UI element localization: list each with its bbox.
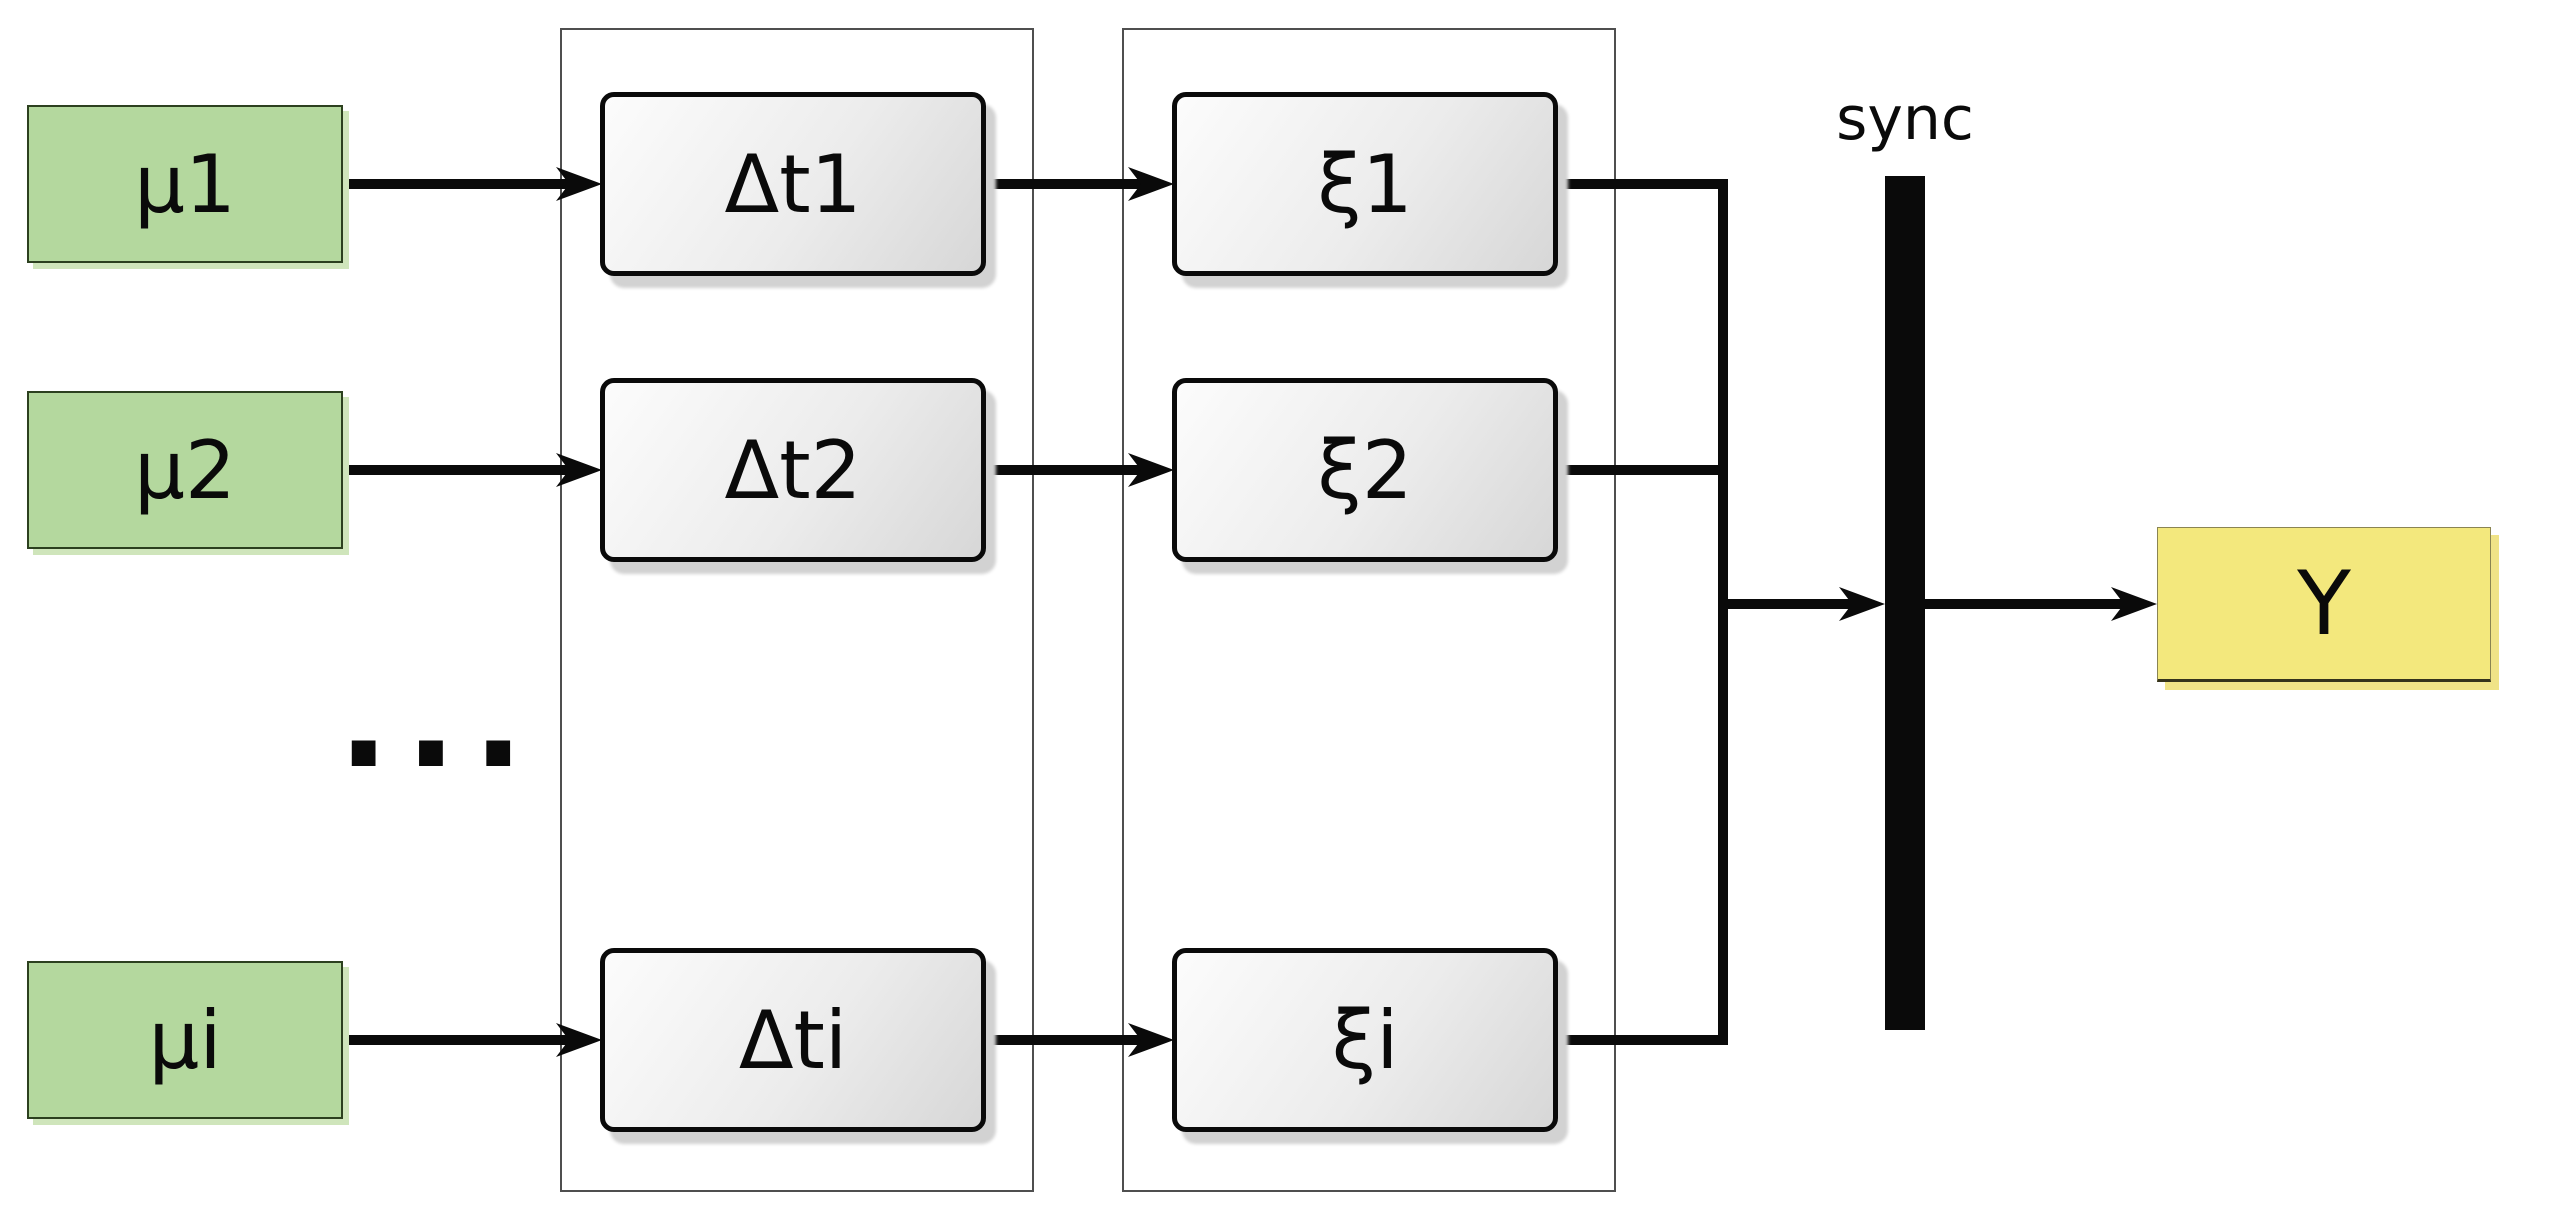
delay-node-dti: Δti [600,948,986,1132]
delay-node-dt1: Δt1 [600,92,986,276]
node-label: Δti [738,993,848,1087]
arrowhead-xii [1128,1023,1174,1057]
sync-bar [1885,176,1925,1030]
sync-label: sync [1836,84,1974,154]
node-label: ξ2 [1317,423,1413,517]
node-label: Y [2297,552,2351,655]
collector-line [1556,179,1728,1045]
node-label: ξi [1331,993,1399,1087]
node-label: ξ1 [1317,137,1413,231]
input-node-mu2: μ2 [27,391,343,549]
arrowhead-dti [556,1023,602,1057]
arrowhead-sync [1839,587,1885,621]
arrowhead-dt1 [556,167,602,201]
arrowhead-xi1 [1128,167,1174,201]
xi-node-xi1: ξ1 [1172,92,1558,276]
xi-stage-container [1122,28,1616,1192]
ellipsis: ... [338,641,540,798]
node-label: μi [148,993,222,1087]
node-label: μ1 [134,137,236,231]
arrowhead-xi2 [1128,453,1174,487]
delay-node-dt2: Δt2 [600,378,986,562]
xi-node-xii: ξi [1172,948,1558,1132]
delay-stage-container [560,28,1034,1192]
input-node-mu1: μ1 [27,105,343,263]
node-label: Δt2 [724,423,862,517]
xi-node-xi2: ξ2 [1172,378,1558,562]
node-label: Δt1 [724,137,862,231]
arrowhead-output [2111,587,2157,621]
output-node-y: Y [2157,527,2491,682]
input-node-mui: μi [27,961,343,1119]
arrowhead-dt2 [556,453,602,487]
node-label: μ2 [134,423,236,517]
